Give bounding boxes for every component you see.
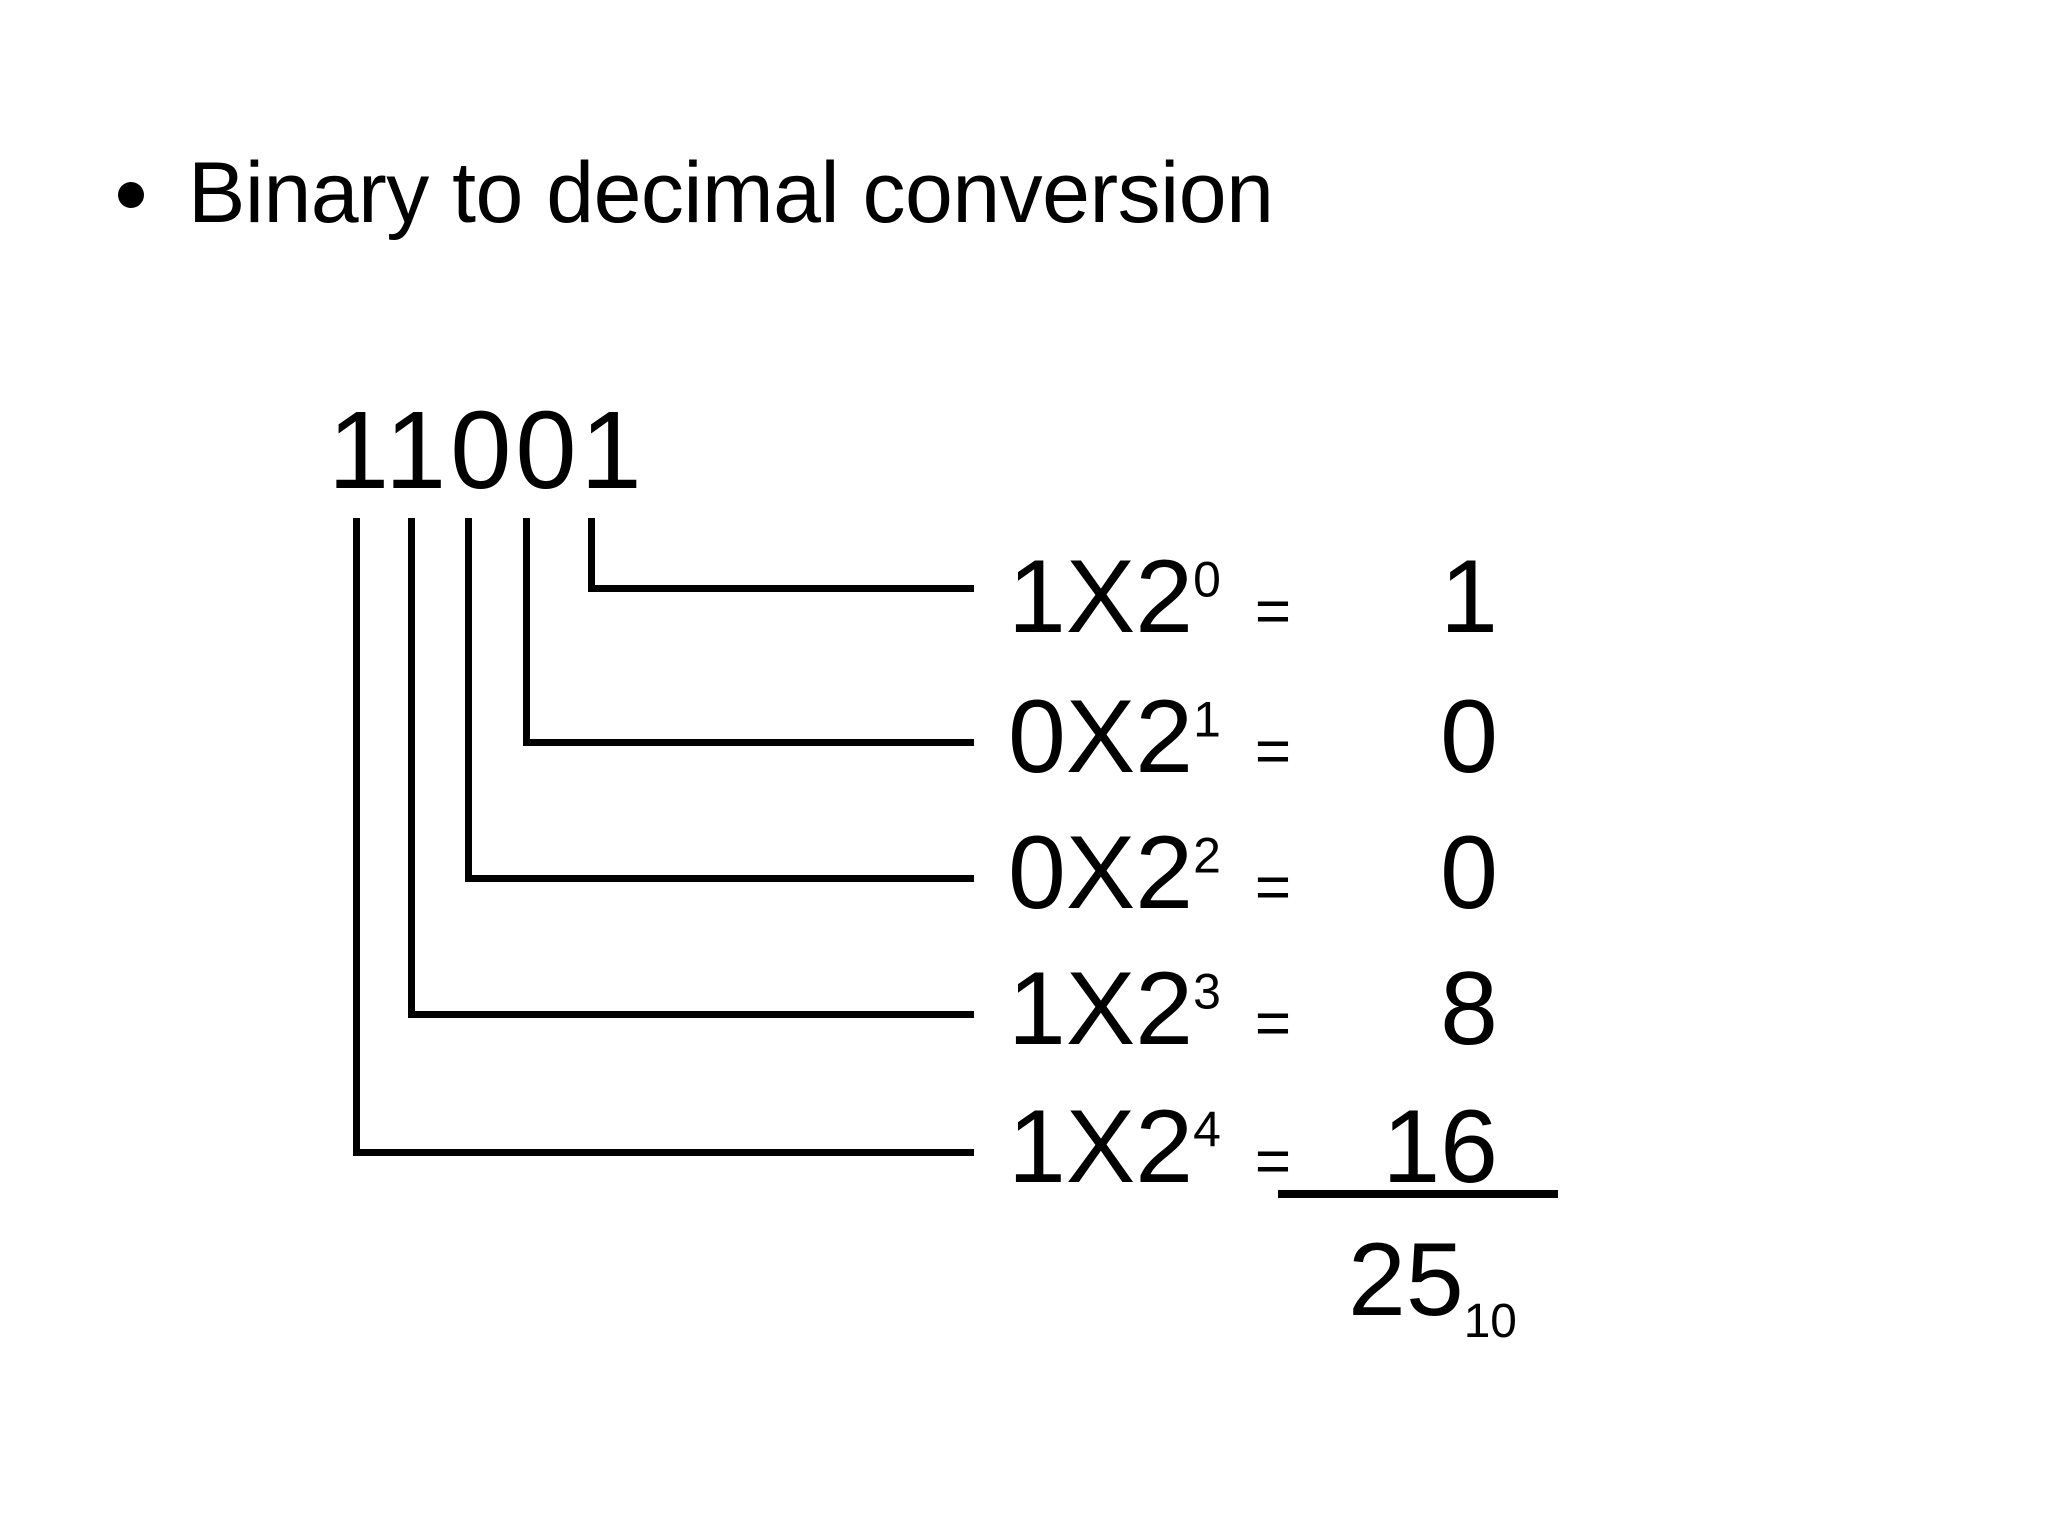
equation-term-2: 0X22 — [1008, 821, 1221, 925]
sum-total-subscript: 10 — [1463, 1294, 1517, 1348]
equation-operator-1: X — [1065, 679, 1136, 795]
connector-vline-bit4 — [353, 518, 360, 1156]
equation-row-4: 1X24 = 16 — [1008, 1095, 1498, 1199]
connector-hline-row-2 — [465, 875, 974, 882]
equation-base-2: 2 — [1135, 815, 1194, 931]
sum-divider — [1278, 1190, 1558, 1198]
equation-base-0: 2 — [1135, 539, 1194, 655]
bullet-heading: Binary to decimal conversion — [118, 145, 1274, 241]
equation-coefficient-1: 0 — [1008, 679, 1066, 795]
sum-total: 2510 — [1348, 1228, 1517, 1345]
equation-term-3: 1X23 — [1008, 957, 1221, 1061]
equation-exponent-1: 1 — [1193, 691, 1221, 748]
equation-row-1: 0X21 = 0 — [1008, 685, 1498, 789]
connector-hline-row-3 — [408, 1011, 974, 1018]
equation-exponent-4: 4 — [1193, 1101, 1221, 1158]
connector-hline-row-1 — [523, 739, 974, 746]
equation-equals-4: = — [1254, 1127, 1292, 1196]
equation-exponent-0: 0 — [1193, 551, 1221, 608]
page-title: Binary to decimal conversion — [188, 145, 1274, 241]
equation-operator-3: X — [1065, 951, 1136, 1067]
equation-equals-2: = — [1254, 853, 1292, 922]
bullet-dot-icon — [118, 182, 144, 208]
equation-base-4: 2 — [1135, 1089, 1194, 1205]
equation-row-2: 0X22 = 0 — [1008, 821, 1498, 925]
equation-equals-3: = — [1254, 989, 1292, 1058]
equation-coefficient-3: 1 — [1008, 951, 1066, 1067]
equation-result-4: 16 — [1308, 1095, 1498, 1199]
connector-hline-row-4 — [353, 1149, 974, 1156]
equation-coefficient-0: 1 — [1008, 539, 1066, 655]
equation-operator-2: X — [1065, 815, 1136, 931]
equation-term-1: 0X21 — [1008, 685, 1221, 789]
equation-equals-1: = — [1254, 717, 1292, 786]
connector-vline-bit0 — [588, 518, 595, 592]
equation-exponent-2: 2 — [1193, 827, 1221, 884]
equation-result-2: 0 — [1440, 815, 1498, 931]
connector-hline-row-0 — [588, 585, 974, 592]
equation-coefficient-2: 0 — [1008, 815, 1066, 931]
sum-total-value: 25 — [1348, 1222, 1464, 1338]
equation-operator-4: X — [1065, 1089, 1136, 1205]
equation-result-4-text: 16 — [1382, 1089, 1498, 1205]
equation-base-3: 2 — [1135, 951, 1194, 1067]
connector-vline-bit1 — [523, 518, 530, 746]
equation-operator-0: X — [1065, 539, 1136, 655]
equation-row-0: 1X20 = 1 — [1008, 545, 1498, 649]
equation-term-0: 1X20 — [1008, 545, 1221, 649]
binary-number: 11001 — [328, 389, 646, 512]
equation-exponent-3: 3 — [1193, 963, 1221, 1020]
equation-result-1: 0 — [1440, 679, 1498, 795]
connector-vline-bit2 — [465, 518, 472, 882]
equation-result-3: 8 — [1440, 951, 1498, 1067]
equation-coefficient-4: 1 — [1008, 1089, 1066, 1205]
equation-row-3: 1X23 = 8 — [1008, 957, 1498, 1061]
connector-vline-bit3 — [408, 518, 415, 1018]
equation-equals-0: = — [1254, 577, 1292, 646]
equation-term-4: 1X24 — [1008, 1095, 1221, 1199]
equation-result-0: 1 — [1440, 539, 1498, 655]
equation-base-1: 2 — [1135, 679, 1194, 795]
